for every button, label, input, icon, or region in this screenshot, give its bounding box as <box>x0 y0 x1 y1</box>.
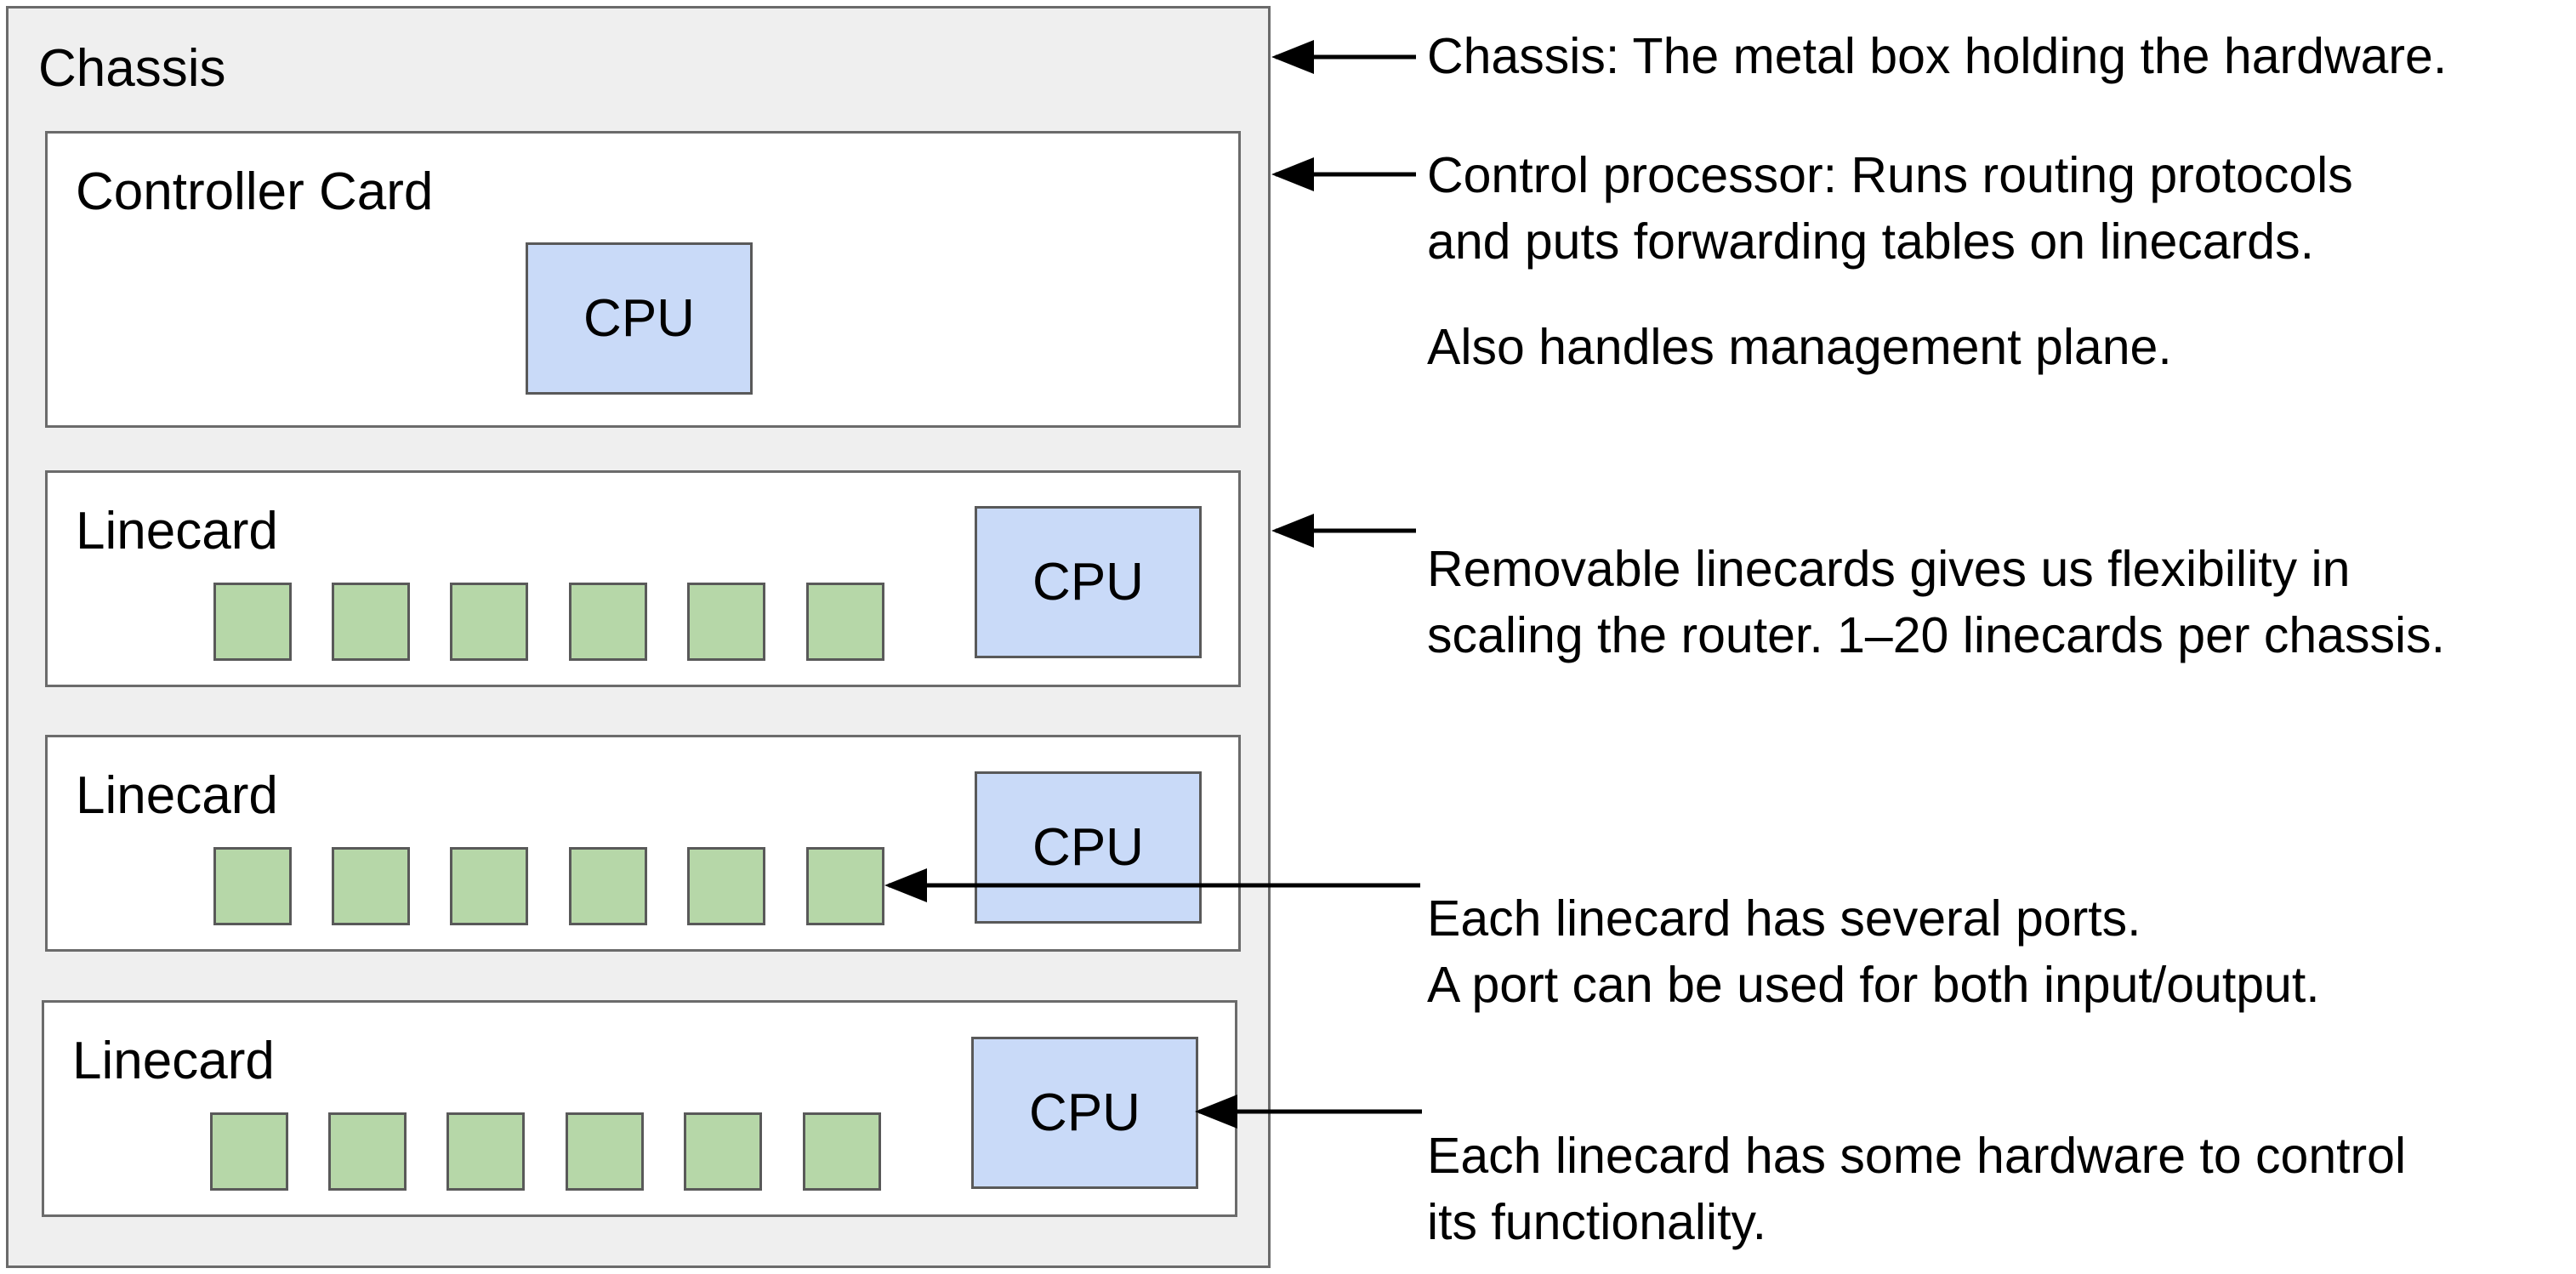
note-management: Also handles management plane. <box>1427 314 2172 380</box>
linecard-3-port-1 <box>210 1112 288 1191</box>
linecard-1-cpu: CPU <box>975 506 1202 658</box>
linecard-3-label: Linecard <box>72 1032 275 1090</box>
linecard-1-port-2 <box>332 583 410 661</box>
linecard-3-port-6 <box>803 1112 881 1191</box>
controller-cpu: CPU <box>526 242 753 395</box>
controller-cpu-label: CPU <box>583 289 695 348</box>
note-control-processor-line-1: Control processor: Runs routing protocol… <box>1427 147 2353 203</box>
linecard-3-cpu: CPU <box>971 1037 1198 1189</box>
note-chassis: Chassis: The metal box holding the hardw… <box>1427 23 2447 89</box>
linecard-2-port-4 <box>569 847 647 925</box>
controller-card: Controller Card CPU <box>45 131 1241 428</box>
linecard-2-port-2 <box>332 847 410 925</box>
linecard-2-port-3 <box>450 847 528 925</box>
linecard-1-label: Linecard <box>76 502 278 560</box>
linecard-3-port-5 <box>684 1112 762 1191</box>
linecard-2-port-6 <box>806 847 884 925</box>
linecard-1-port-1 <box>213 583 292 661</box>
note-ports-line-2: A port can be used for both input/output… <box>1427 957 2320 1013</box>
linecard-1-port-5 <box>687 583 765 661</box>
note-hardware-line-2: its functionality. <box>1427 1194 1766 1250</box>
note-removable-line-2: scaling the router. 1–20 linecards per c… <box>1427 607 2446 663</box>
linecard-3-port-3 <box>446 1112 525 1191</box>
linecard-3-cpu-label: CPU <box>1029 1083 1140 1142</box>
note-control-processor-line-2: and puts forwarding tables on linecards. <box>1427 213 2314 270</box>
note-chassis-line: Chassis: The metal box holding the hardw… <box>1427 28 2448 84</box>
note-ports: Each linecard has several ports. A port … <box>1427 885 2320 1018</box>
note-ports-line-1: Each linecard has several ports. <box>1427 890 2141 947</box>
linecard-3: Linecard CPU <box>42 1000 1237 1217</box>
note-management-line: Also handles management plane. <box>1427 319 2172 375</box>
chassis-label: Chassis <box>38 39 226 98</box>
linecard-1-cpu-label: CPU <box>1032 553 1144 611</box>
linecard-3-port-2 <box>328 1112 407 1191</box>
note-control-processor: Control processor: Runs routing protocol… <box>1427 142 2353 275</box>
linecard-3-port-4 <box>566 1112 644 1191</box>
linecard-2-cpu: CPU <box>975 771 1202 924</box>
linecard-2-label: Linecard <box>76 766 278 825</box>
linecard-1-port-3 <box>450 583 528 661</box>
linecard-1-port-6 <box>806 583 884 661</box>
note-removable: Removable linecards gives us flexibility… <box>1427 536 2445 668</box>
linecard-2-port-5 <box>687 847 765 925</box>
controller-card-label: Controller Card <box>76 162 434 221</box>
linecard-2-cpu-label: CPU <box>1032 818 1144 877</box>
linecard-1: Linecard CPU <box>45 470 1241 687</box>
linecard-1-port-4 <box>569 583 647 661</box>
linecard-2-port-1 <box>213 847 292 925</box>
linecard-2: Linecard CPU <box>45 735 1241 952</box>
note-hardware: Each linecard has some hardware to contr… <box>1427 1123 2406 1255</box>
note-hardware-line-1: Each linecard has some hardware to contr… <box>1427 1128 2407 1184</box>
note-removable-line-1: Removable linecards gives us flexibility… <box>1427 541 2351 597</box>
